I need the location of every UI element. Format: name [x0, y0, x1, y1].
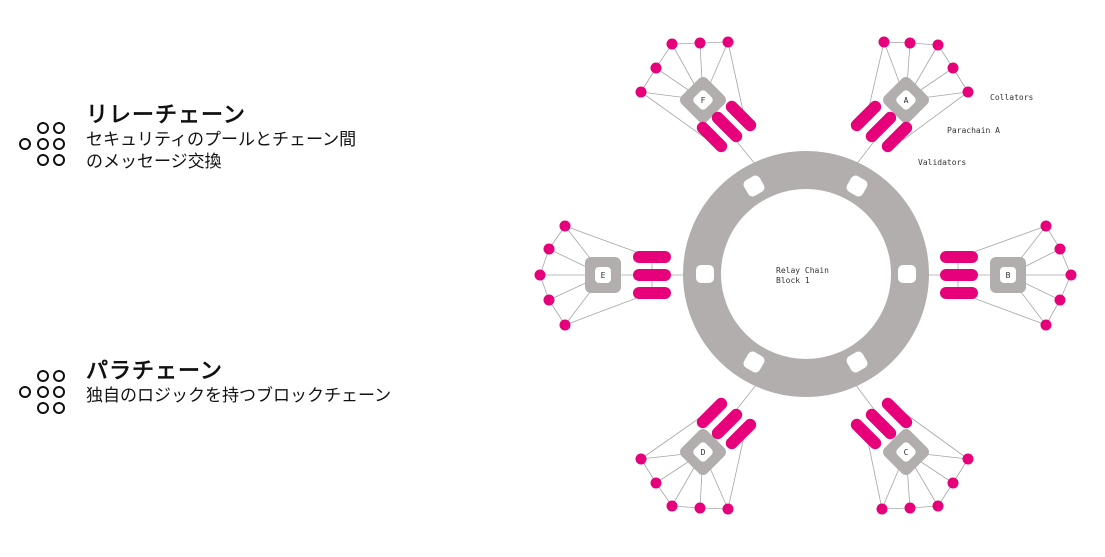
parachain-c: C: [850, 379, 974, 515]
parachain-b-label: B: [1006, 271, 1011, 280]
parachain-e: E: [534, 220, 683, 331]
relay-chain-label-line1: Relay Chain: [776, 266, 829, 275]
parachain-f-label: F: [701, 96, 706, 105]
legend-parachain: パラチェーン 独自のロジックを持つブロックチェーン: [0, 359, 391, 424]
relay-chain-label-line2: Block 1: [776, 276, 810, 285]
relay-chain-description-line2: のメッセージ交換: [86, 152, 222, 172]
dots-cluster-icon: [0, 116, 80, 176]
parachain-a-label: A: [904, 96, 909, 105]
dots-cluster-icon: [0, 364, 80, 424]
annotation-validators: Validators: [918, 158, 966, 167]
relay-chain-title: リレーチェーン: [86, 103, 246, 128]
parachain-d: D: [635, 379, 761, 515]
annotation-parachain: Parachain A: [947, 126, 1000, 135]
legend-relay-chain: リレーチェーン セキュリティのプールとチェーン間 のメッセージ交換: [0, 103, 356, 176]
parachain-d-label: D: [701, 448, 706, 457]
relay-chain-description-line1: セキュリティのプールとチェーン間: [86, 130, 357, 150]
annotation-collators: Collators: [990, 93, 1034, 102]
parachain-f: F: [635, 36, 761, 171]
parachain-description: 独自のロジックを持つブロックチェーン: [86, 386, 392, 406]
parachain-e-label: E: [601, 271, 606, 280]
parachain-c-label: C: [904, 448, 909, 457]
parachain-title: パラチェーン: [86, 359, 223, 384]
parachain-b: B: [929, 220, 1077, 331]
parachain-a: A: [850, 36, 974, 171]
relay-chain-ring: Relay Chain Block 1: [683, 151, 929, 397]
